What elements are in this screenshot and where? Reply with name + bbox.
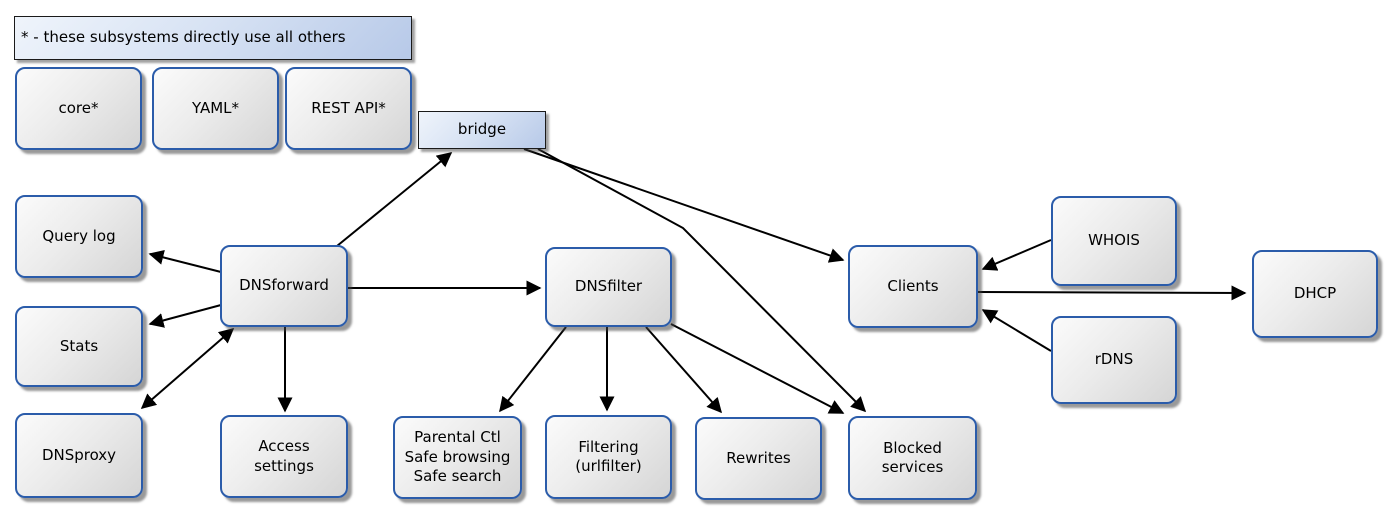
node-core: core*	[15, 67, 142, 150]
node-query-log-label: Query log	[42, 226, 116, 245]
node-parental-ctl: Parental Ctl Safe browsing Safe search	[393, 416, 522, 499]
node-yaml-label: YAML*	[191, 98, 240, 117]
node-bridge-label: bridge	[457, 120, 507, 139]
node-core-label: core*	[58, 98, 99, 117]
edge-dnsforward-querylog	[148, 250, 222, 273]
node-rdns: rDNS	[1051, 316, 1177, 404]
edge-bridge-blocked-services	[537, 148, 867, 413]
node-dnsproxy: DNSproxy	[15, 413, 143, 498]
node-yaml: YAML*	[152, 67, 279, 150]
node-access-settings: Access settings	[220, 415, 348, 498]
edge-clients-dhcp	[977, 285, 1247, 301]
edge-dnsforward-dnsproxy	[140, 328, 235, 409]
edge-dnsforward-bridge	[336, 152, 453, 247]
node-filtering-urlfilter: Filtering (urlfilter)	[545, 415, 672, 499]
edge-dnsfilter-parental	[499, 326, 567, 413]
node-parental-ctl-label: Parental Ctl Safe browsing Safe search	[404, 428, 511, 486]
legend-note: * - these subsystems directly use all ot…	[14, 16, 412, 60]
node-dnsfilter-label: DNSfilter	[574, 277, 643, 296]
node-clients-label: Clients	[887, 276, 939, 295]
node-dnsproxy-label: DNSproxy	[41, 445, 117, 464]
edge-dnsforward-stats	[148, 304, 222, 328]
node-bridge: bridge	[418, 111, 546, 149]
node-access-settings-label: Access settings	[254, 437, 314, 475]
node-clients: Clients	[848, 245, 978, 328]
node-whois-label: WHOIS	[1088, 231, 1140, 250]
node-rest-api-label: REST API*	[311, 98, 386, 117]
edge-whois-clients	[981, 239, 1052, 271]
legend-note-label: * - these subsystems directly use all ot…	[21, 28, 346, 47]
node-dhcp: DHCP	[1252, 250, 1378, 338]
node-query-log: Query log	[15, 195, 143, 278]
node-blocked-services: Blocked services	[848, 416, 977, 500]
node-rewrites-label: Rewrites	[726, 448, 791, 467]
node-blocked-services-label: Blocked services	[881, 438, 944, 477]
node-rewrites: Rewrites	[695, 417, 822, 500]
edge-bridge-clients	[523, 148, 845, 263]
edge-rdns-clients	[981, 309, 1052, 352]
node-filtering-urlfilter-label: Filtering (urlfilter)	[575, 437, 642, 476]
node-dhcp-label: DHCP	[1293, 284, 1337, 303]
node-rdns-label: rDNS	[1094, 350, 1134, 369]
node-dnsforward-label: DNSforward	[239, 276, 329, 295]
node-dnsforward: DNSforward	[220, 245, 348, 327]
node-whois: WHOIS	[1051, 196, 1177, 286]
node-stats-label: Stats	[59, 336, 99, 355]
node-dnsfilter: DNSfilter	[545, 247, 672, 327]
edge-dnsfilter-rewrites	[645, 326, 722, 414]
node-rest-api: REST API*	[285, 67, 412, 150]
edge-dnsfilter-blocked-services	[670, 323, 845, 414]
node-stats: Stats	[15, 306, 143, 387]
